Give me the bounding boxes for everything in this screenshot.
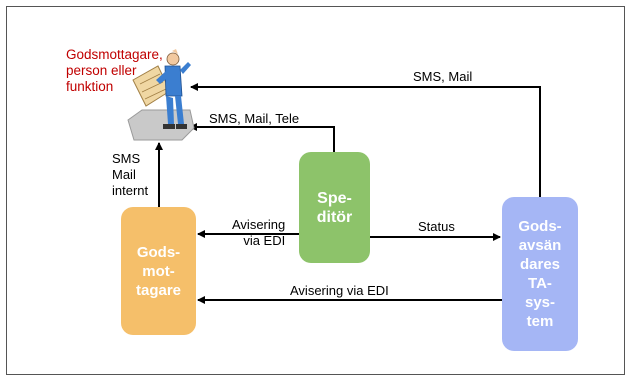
label-sms-mail-tele: SMS, Mail, Tele — [209, 111, 300, 126]
godsavsandare-label: Gods- avsän dares TA- sys- tem — [518, 218, 562, 330]
label-sms-mail-internt: SMS Mail internt — [112, 151, 149, 198]
arrow-speditor-to-recipient — [189, 123, 335, 152]
speditor-node: Spe- ditör — [299, 152, 370, 263]
arrow-avsandare-to-recipient — [190, 83, 541, 197]
godsmottagare-label: Gods- mot- tagare — [135, 243, 182, 299]
label-top-sms-mail: SMS, Mail — [413, 69, 473, 84]
speditor-label: Spe- ditör — [316, 189, 353, 226]
recipient-label: Godsmottagare, person eller funktion — [66, 47, 163, 94]
label-status: Status — [418, 219, 455, 234]
label-avisering-via-edi-short: Avisering via EDI — [232, 217, 286, 248]
worker-with-map-icon — [127, 49, 195, 141]
godsavsandare-node: Gods- avsän dares TA- sys- tem — [502, 197, 578, 351]
godsmottagare-node: Gods- mot- tagare — [121, 207, 196, 335]
label-avisering-via-edi-bottom: Avisering via EDI — [290, 283, 389, 298]
